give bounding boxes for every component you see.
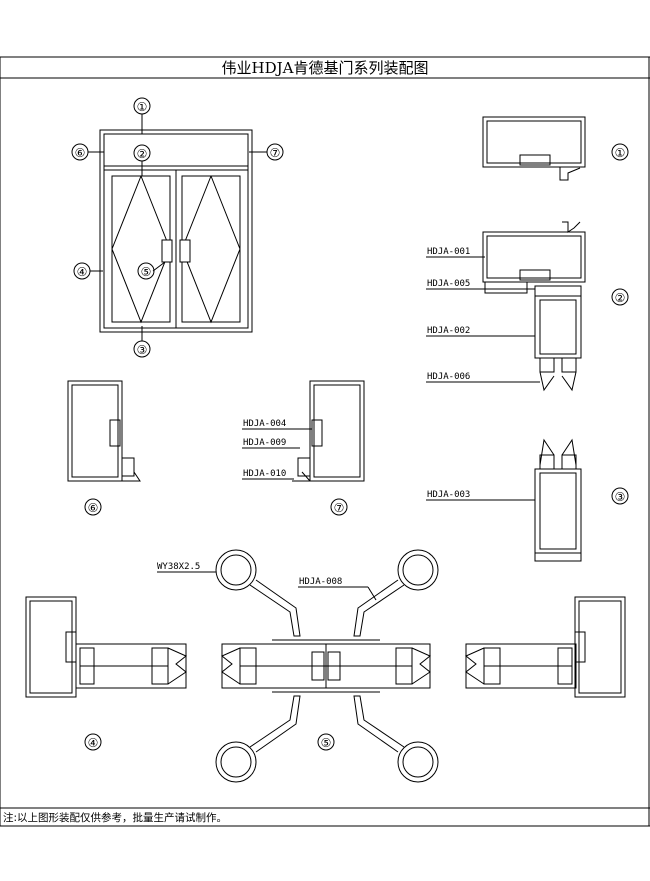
marker-6-label: ⑥ xyxy=(75,146,86,160)
part-label-hdja-003: HDJA-003 xyxy=(427,490,470,500)
marker-4-section xyxy=(84,733,102,751)
section-3-detail xyxy=(534,438,582,562)
part-label-hdja-001: HDJA-001 xyxy=(427,247,470,257)
marker-7-top xyxy=(266,143,284,161)
drawing-title: 伟业HDJA肯德基门系列装配图 xyxy=(222,59,429,77)
marker-2-section-label: ② xyxy=(615,291,626,305)
marker-3-section-label: ③ xyxy=(615,490,626,504)
part-label-hdja-005: HDJA-005 xyxy=(427,279,470,289)
section-5-detail xyxy=(221,639,431,693)
part-label-hdja-008: HDJA-008 xyxy=(299,577,342,587)
marker-1-label: ① xyxy=(137,100,148,114)
marker-6-top xyxy=(71,143,89,161)
marker-7-label: ⑦ xyxy=(270,146,281,160)
section-4-mirror-detail xyxy=(465,596,626,698)
marker-5-section-label: ⑤ xyxy=(321,736,332,750)
pull-handle-right xyxy=(353,549,439,783)
marker-3-top xyxy=(133,340,151,358)
part-label-hdja-009: HDJA-009 xyxy=(243,438,286,448)
marker-7-section-label: ⑦ xyxy=(334,501,345,515)
marker-1-section xyxy=(611,143,629,161)
part-label-hdja-006: HDJA-006 xyxy=(427,372,470,382)
page-frame xyxy=(0,56,650,827)
marker-4-section-label: ④ xyxy=(88,736,99,750)
marker-5-section xyxy=(317,733,335,751)
part-label-hdja-010: HDJA-010 xyxy=(243,469,286,479)
section-6-detail xyxy=(67,380,141,482)
marker-6-section-label: ⑥ xyxy=(88,501,99,515)
part-leaders-section-2 xyxy=(426,256,540,383)
section-2-detail xyxy=(482,221,586,392)
marker-4-label: ④ xyxy=(77,265,88,279)
part-leaders-section-7 xyxy=(242,428,312,480)
door-elevation xyxy=(99,129,253,333)
marker-1-top xyxy=(133,97,151,115)
marker-1-section-label: ① xyxy=(615,146,626,160)
marker-7-section xyxy=(330,498,348,516)
part-label-hdja-004: HDJA-004 xyxy=(243,419,286,429)
marker-2-top xyxy=(133,144,151,162)
part-label-wy38x2-5: WY38X2.5 xyxy=(157,562,200,572)
section-4-detail xyxy=(25,596,187,698)
elevation-leaders xyxy=(88,114,267,341)
marker-5-top xyxy=(137,262,155,280)
marker-6-section xyxy=(84,498,102,516)
marker-2-section xyxy=(611,288,629,306)
section-7-detail xyxy=(292,380,365,482)
part-label-hdja-002: HDJA-002 xyxy=(427,326,470,336)
section-1-detail xyxy=(482,116,586,181)
marker-4-top xyxy=(73,262,91,280)
marker-3-section xyxy=(611,487,629,505)
marker-5-label: ⑤ xyxy=(141,265,152,279)
pull-handle-left xyxy=(215,549,301,783)
marker-2-label: ② xyxy=(137,147,148,161)
marker-3-label: ③ xyxy=(137,343,148,357)
drawing-note: 注:以上图形装配仅供参考，批量生产请试制作。 xyxy=(3,811,227,824)
part-leaders-section-5 xyxy=(157,571,377,601)
